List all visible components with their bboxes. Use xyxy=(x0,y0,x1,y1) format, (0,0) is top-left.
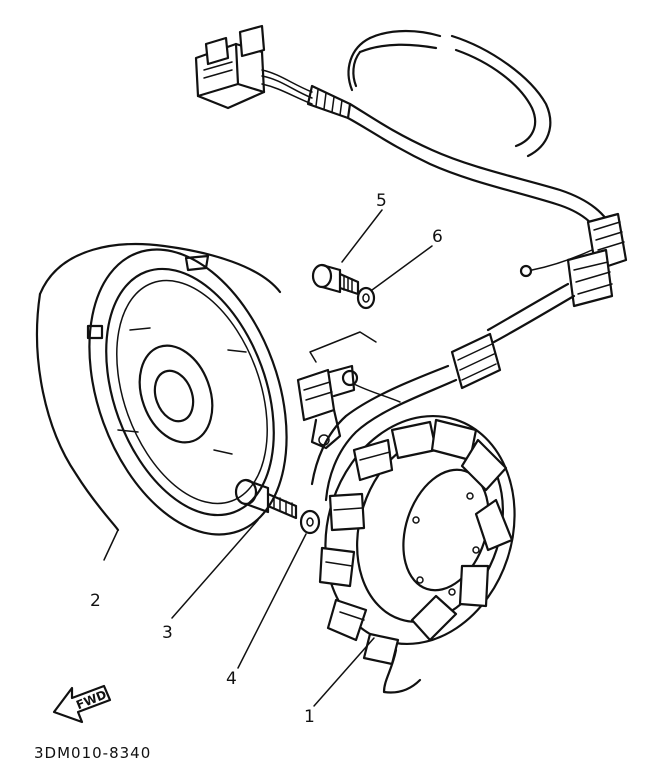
rotor-flywheel xyxy=(35,243,288,561)
callout-1: 1 xyxy=(304,707,315,727)
bolt-5 xyxy=(311,263,360,296)
harness-connector xyxy=(194,24,266,110)
callout-5: 5 xyxy=(376,191,387,211)
bolt-3 xyxy=(234,478,298,520)
pickup-coil xyxy=(296,331,401,450)
leader-lines xyxy=(171,209,433,707)
forward-arrow-icon: FWD xyxy=(52,684,112,724)
callout-4: 4 xyxy=(226,669,237,689)
stator-teeth xyxy=(318,418,514,666)
stator xyxy=(318,414,516,694)
wire-harness xyxy=(194,24,628,502)
washer-6 xyxy=(356,286,376,310)
callout-3: 3 xyxy=(162,623,173,643)
callout-6: 6 xyxy=(432,227,443,247)
cable-grommet xyxy=(566,212,628,308)
washer-4 xyxy=(299,509,321,535)
callout-2: 2 xyxy=(90,591,101,611)
diagram-code: 3DM010-8340 xyxy=(34,744,151,762)
